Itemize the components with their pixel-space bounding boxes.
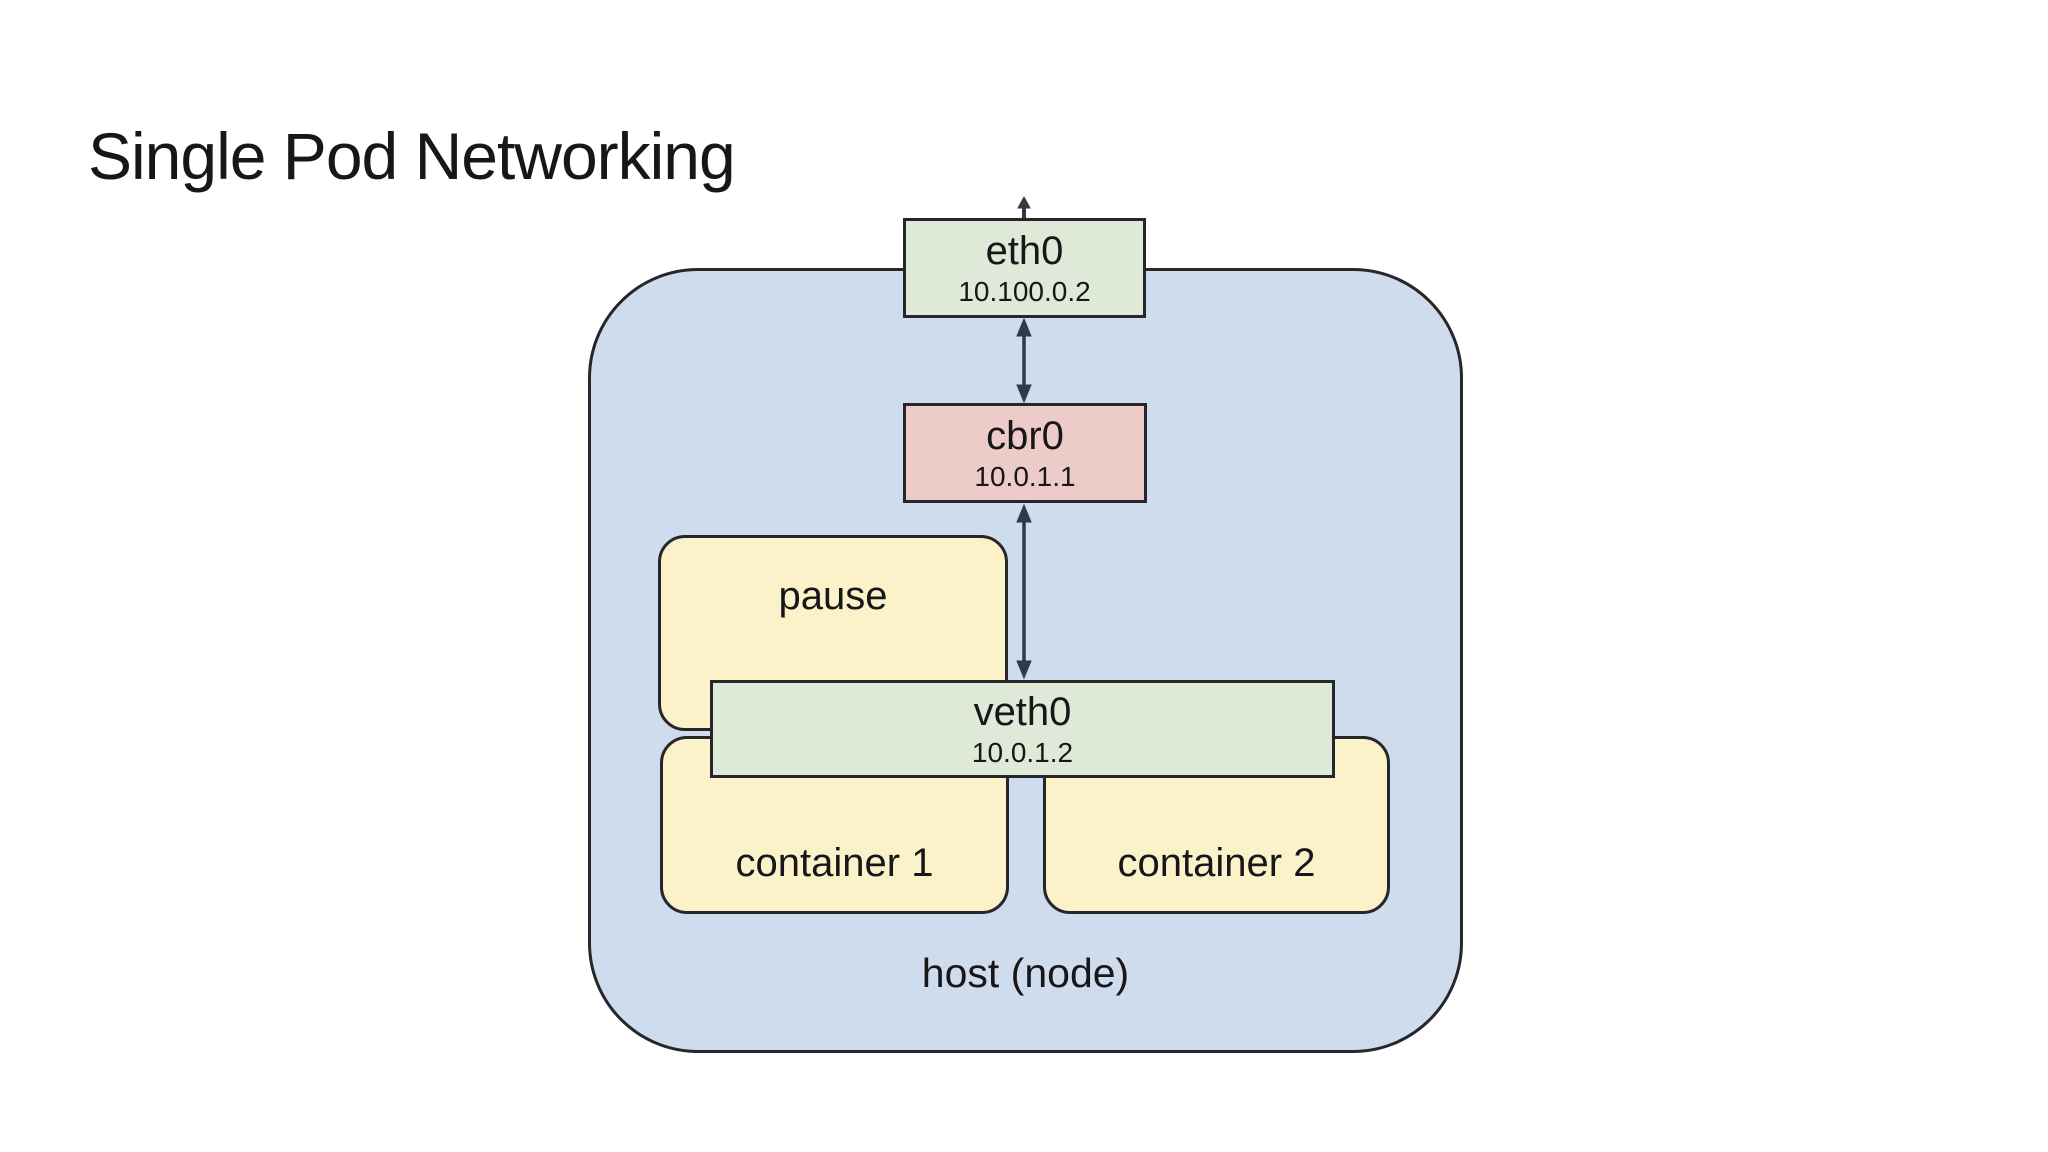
veth0-interface-box: veth0 10.0.1.2 (710, 680, 1335, 778)
host-node-label: host (node) (921, 950, 1130, 996)
cbr0-bridge-box: cbr0 10.0.1.1 (903, 403, 1147, 503)
eth0-uplink-arrow-icon (1017, 195, 1031, 219)
eth0-interface-box: eth0 10.100.0.2 (903, 218, 1146, 318)
eth0-name: eth0 (985, 228, 1064, 273)
veth0-name: veth0 (973, 689, 1072, 734)
slide-title: Single Pod Networking (88, 119, 736, 193)
eth0-ip: 10.100.0.2 (958, 275, 1091, 307)
cbr0-ip: 10.0.1.1 (974, 460, 1076, 492)
veth0-ip: 10.0.1.2 (971, 736, 1074, 768)
cbr0-name: cbr0 (986, 413, 1064, 458)
pause-label: pause (778, 574, 888, 618)
container2-label: container 2 (1117, 841, 1316, 885)
container1-label: container 1 (735, 841, 934, 885)
